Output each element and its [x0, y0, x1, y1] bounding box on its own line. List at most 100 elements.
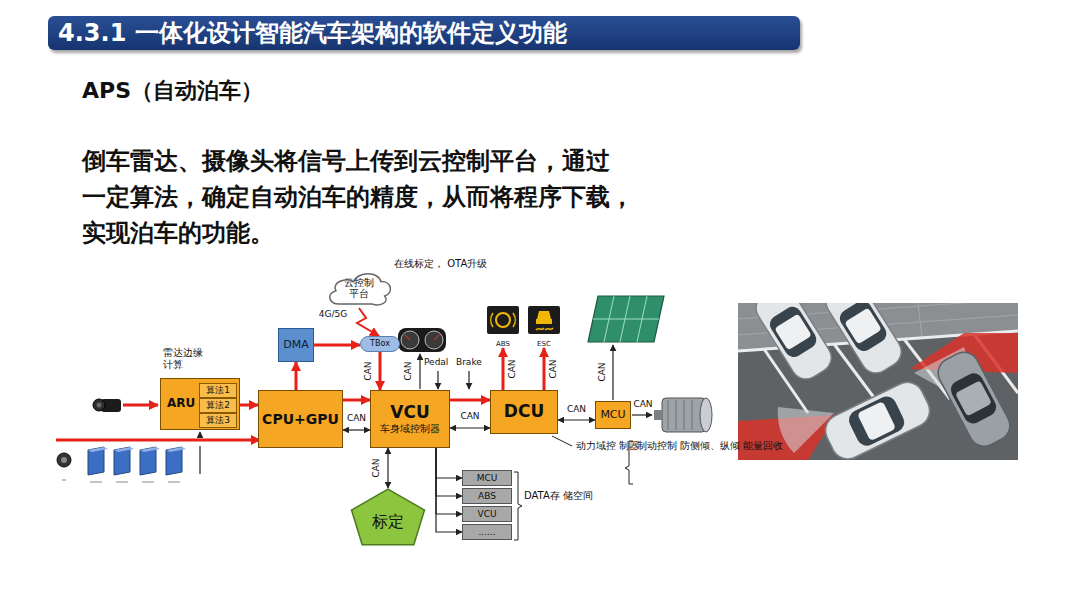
art-part [654, 410, 662, 420]
icon-ground [528, 306, 560, 334]
node-text: 标定 [372, 513, 404, 531]
storage-label: DATA存 储空间 [524, 490, 593, 502]
radar-bus-wire [56, 439, 260, 442]
warning-icon: ABS [487, 306, 519, 348]
signal-arrow [240, 404, 258, 407]
art-part [90, 482, 102, 483]
signal-arrow [502, 348, 505, 390]
edge-compute-box: 雷达边缘 计算ARU算法1算法2算法3 [160, 378, 240, 430]
art-part [142, 482, 154, 483]
esc-symbol [536, 328, 553, 330]
art-part [88, 447, 182, 475]
art-part [88, 447, 108, 452]
title-bar: 4.3.1 一体化设计智能汽车架构的软件定义功能 [48, 16, 800, 50]
brake-wire [468, 371, 469, 389]
art-part [668, 400, 669, 430]
storage-cell: MCU [462, 470, 512, 486]
leader-line [552, 436, 572, 446]
node-text: 算法3 [206, 415, 230, 425]
camera-signal-wire [123, 404, 158, 407]
node-text: DMA [283, 339, 309, 352]
art-part [405, 335, 410, 340]
function-list: 制动控制 防侧倾、纵倾 能量回收 [637, 440, 783, 452]
art-part [62, 480, 180, 482]
signal-label: Pedal [424, 357, 448, 368]
dma-box: DMA [278, 328, 314, 362]
node-text: ESC [537, 340, 551, 348]
art-part [700, 398, 712, 432]
cloud-shape [330, 274, 391, 305]
art-part [62, 480, 66, 481]
bracket [514, 472, 522, 540]
pentagon-shape [352, 489, 425, 545]
domain-label: 动力域控 制器 [576, 440, 639, 452]
can-bus-line [343, 429, 370, 430]
art-part [140, 447, 160, 452]
node-subtext: 车身域控制器 [380, 423, 440, 435]
controller-box: VCU车身域控制器 [370, 390, 450, 448]
art-part [662, 398, 706, 432]
art-part [668, 400, 692, 430]
node-text: TBox [370, 339, 390, 348]
storage-cell: ...... [462, 524, 512, 540]
art-part [933, 347, 1015, 451]
controller-box: MCU [595, 401, 631, 429]
art-part [684, 400, 685, 430]
abs-symbol [496, 313, 510, 327]
art-part [434, 335, 439, 340]
radar-wire [199, 432, 200, 474]
abs-symbol [491, 313, 516, 327]
processor-box: CPU+GPU [258, 390, 343, 448]
art-part [401, 331, 419, 349]
camera-icon [93, 399, 121, 412]
storage-cell: ABS [462, 488, 512, 504]
art-part [425, 331, 443, 349]
edge-label: CAN [363, 360, 374, 381]
controller-box: DCU [490, 390, 558, 434]
node-text: 雷达边缘 计算 [163, 347, 203, 370]
calibration-pentagon: 标定 [350, 488, 426, 546]
can-bus-line [558, 419, 595, 420]
algorithm-box: 算法3 [199, 413, 237, 428]
cluster-wire [419, 354, 420, 389]
can-bus-line [450, 427, 490, 428]
node-text: DCU [504, 402, 544, 422]
battery-pack [588, 296, 664, 342]
art-part [398, 328, 446, 352]
art-part [918, 303, 922, 338]
title-text: 4.3.1 一体化设计智能汽车架构的软件定义功能 [48, 17, 567, 49]
art-part [93, 399, 105, 411]
note-text: 在线标定， OTA升级 [394, 258, 487, 270]
bus-label: CAN [632, 399, 653, 410]
art-part [738, 303, 1018, 460]
tbox-box: TBox [360, 336, 400, 352]
signal-arrow [450, 399, 490, 402]
edge-label: CAN [548, 358, 559, 379]
icon-ground [487, 306, 519, 334]
edge-label: CAN [459, 411, 480, 422]
esc-symbol [536, 311, 552, 324]
edge-label: CAN [507, 358, 518, 379]
signal-arrow [357, 308, 379, 336]
motor-wire [632, 414, 652, 415]
signal-arrow [314, 344, 360, 347]
signal-label: Brake [456, 357, 482, 368]
can-bus-line [436, 448, 462, 514]
signal-arrow [295, 362, 298, 390]
node-text: ABS [496, 340, 510, 348]
art-part [593, 296, 659, 342]
edge-label: CAN [371, 457, 382, 478]
signal-arrow [343, 399, 370, 402]
node-text: 云控制 平台 [344, 277, 374, 300]
edge-label: 4G/5G [318, 309, 348, 320]
art-part [676, 400, 677, 430]
art-part [88, 447, 186, 452]
edge-label: CAN [346, 413, 367, 424]
node-text: ABS [478, 491, 496, 501]
can-bus-line [436, 448, 462, 532]
instrument-cluster [398, 328, 446, 352]
art-part [692, 400, 693, 430]
can-bus-line [436, 448, 462, 478]
motor-icon [654, 398, 712, 432]
